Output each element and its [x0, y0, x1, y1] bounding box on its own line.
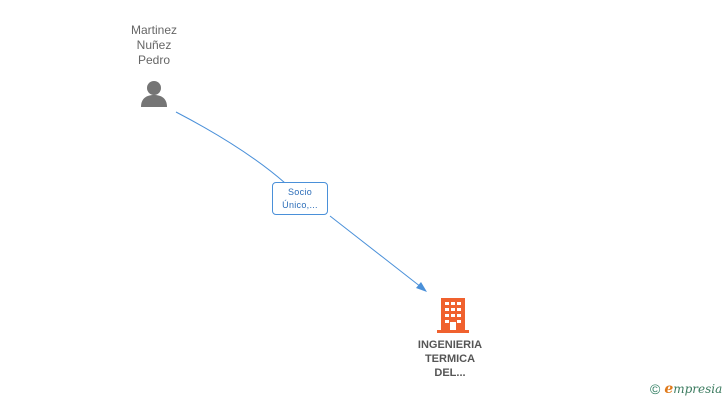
person-icon[interactable] [139, 79, 169, 109]
edge-arrowhead [416, 282, 427, 292]
company-name-line3: DEL... [434, 367, 466, 379]
person-name-line1: Martinez [130, 23, 177, 37]
company-name-line1: INGENIERIA [417, 339, 483, 351]
brand-logo-initial: e [664, 381, 674, 397]
relation-label[interactable]: Socio Único,... [272, 182, 328, 215]
brand-logo-text: mpresia [673, 382, 723, 396]
edge-line-upper [175, 111, 286, 184]
company-name[interactable]: INGENIERIA TERMICA DEL... [395, 338, 505, 380]
person-name-line3: Pedro [137, 53, 171, 67]
empresia-watermark: © e mpresia [650, 380, 722, 398]
company-name-line2: TERMICA [424, 353, 476, 365]
person-name[interactable]: Martinez Nuñez Pedro [104, 23, 204, 68]
relation-label-line2: Único,... [282, 200, 318, 210]
copyright-icon: © [650, 381, 661, 397]
building-icon[interactable] [436, 297, 470, 333]
person-name-line2: Nuñez [136, 38, 172, 52]
edge-line-lower [329, 215, 422, 288]
relation-label-line1: Socio [287, 187, 312, 197]
